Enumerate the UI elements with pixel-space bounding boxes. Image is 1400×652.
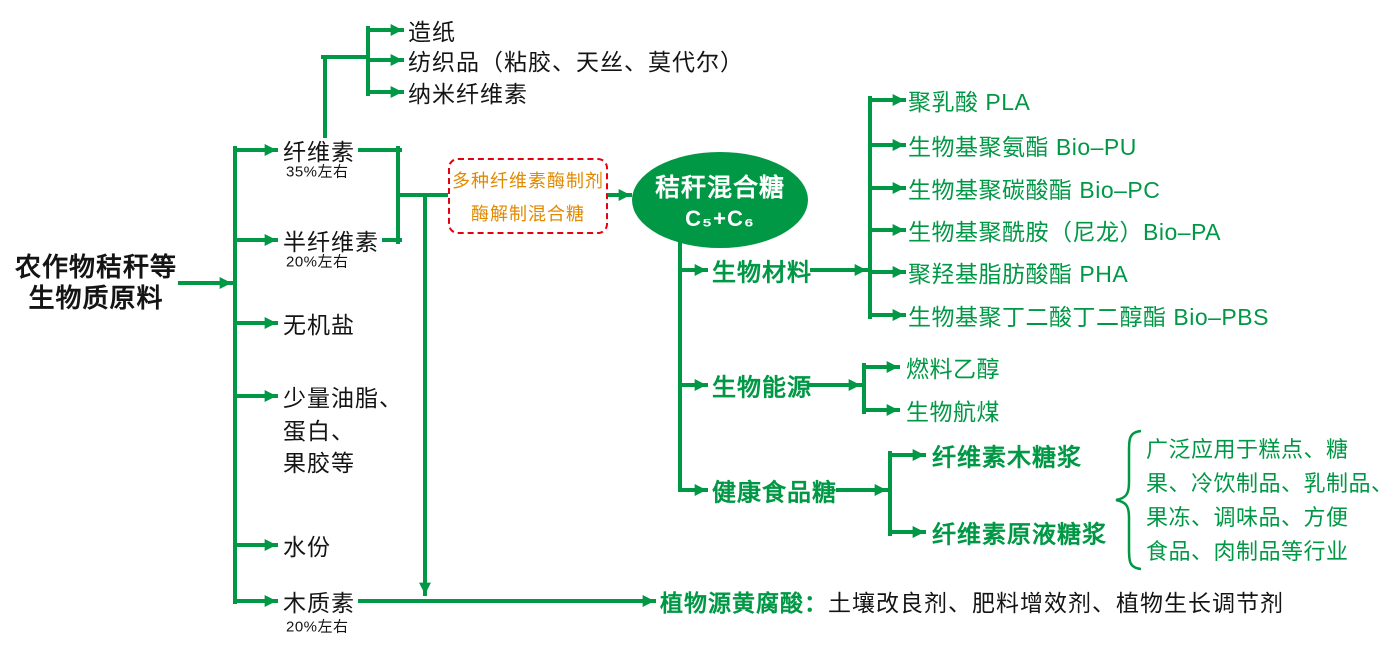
left-tree-connectors — [178, 144, 278, 607]
biomaterials-connectors — [810, 94, 906, 321]
component-minor-line2: 蛋白、 — [283, 418, 355, 444]
component-minor-line1: 少量油脂、 — [283, 385, 403, 411]
item-bio-pc: 生物基聚碳酸酯 Bio–PC — [908, 177, 1161, 203]
component-minor-line3: 果胶等 — [283, 450, 355, 476]
component-inorganic-salt: 无机盐 — [283, 312, 355, 338]
item-pla: 聚乳酸 PLA — [908, 89, 1031, 115]
item-bio-pbs: 生物基聚丁二酸丁二醇酯 Bio–PBS — [908, 304, 1269, 330]
item-bio-jet-fuel: 生物航煤 — [906, 399, 1000, 425]
fulvic-acid-description: 土壤改良剂、肥料增效剂、植物生长调节剂 — [828, 590, 1284, 616]
item-raw-syrup: 纤维素原液糖浆 — [932, 521, 1107, 549]
application-line2: 果、冷饮制品、乳制品、 — [1146, 471, 1394, 496]
component-hemicellulose: 半纤维素 — [283, 229, 379, 255]
cellulose-percentage: 35%左右 — [286, 163, 349, 181]
mixed-sugar-formula: C₅+C₆ — [685, 206, 755, 231]
lignin-percentage: 20%左右 — [286, 618, 349, 636]
product-paper: 造纸 — [408, 19, 456, 45]
item-pha: 聚羟基脂肪酸酯 PHA — [908, 261, 1129, 287]
food-sugar-connectors — [836, 429, 1142, 571]
branch-bioenergy: 生物能源 — [712, 374, 812, 402]
application-line1: 广泛应用于糕点、糖 — [1146, 437, 1349, 462]
application-line3: 果冻、调味品、方便 — [1146, 505, 1349, 530]
item-xylose-syrup: 纤维素木糖浆 — [932, 444, 1082, 472]
enzyme-box-line1: 多种纤维素酶制剂 — [452, 170, 604, 191]
root-label-line2: 生物质原料 — [28, 283, 164, 313]
mixed-sugar-title: 秸秆混合糖 — [654, 174, 785, 202]
enzyme-box-line2: 酶解制混合糖 — [471, 203, 585, 224]
root-material-label: 农作物秸秆等 生物质原料 — [8, 252, 184, 314]
root-label-line1: 农作物秸秆等 — [14, 252, 177, 282]
item-bio-pu: 生物基聚氨酯 Bio–PU — [908, 134, 1137, 160]
product-nanocellulose: 纳米纤维素 — [408, 81, 528, 107]
ellipse-branch-connectors — [678, 241, 708, 496]
mixed-sugar-ellipse: 秸秆混合糖 C₅+C₆ — [632, 152, 808, 248]
hemicellulose-percentage: 20%左右 — [286, 253, 349, 271]
enzyme-process-box: 多种纤维素酶制剂 酶解制混合糖 — [448, 158, 608, 234]
application-line4: 食品、肉制品等行业 — [1146, 539, 1349, 564]
branch-food-sugar: 健康食品糖 — [712, 479, 837, 507]
item-fuel-ethanol: 燃料乙醇 — [906, 356, 1000, 382]
food-sugar-applications: 广泛应用于糕点、糖 果、冷饮制品、乳制品、 果冻、调味品、方便 食品、肉制品等行… — [1146, 433, 1394, 569]
component-water: 水份 — [283, 534, 331, 560]
bioenergy-connectors — [808, 361, 900, 416]
component-lignin: 木质素 — [283, 590, 355, 616]
fulvic-acid-row: 植物源黄腐酸： 土壤改良剂、肥料增效剂、植物生长调节剂 — [660, 584, 1284, 618]
branch-biomaterials: 生物材料 — [712, 259, 812, 287]
component-cellulose: 纤维素 — [283, 139, 355, 165]
cellulose-top-connectors — [321, 24, 404, 138]
fulvic-acid-title: 植物源黄腐酸： — [660, 590, 828, 616]
application-brace — [1115, 429, 1142, 571]
product-textiles: 纺织品（粘胶、天丝、莫代尔） — [408, 49, 744, 75]
item-bio-pa: 生物基聚酰胺（尼龙）Bio–PA — [908, 219, 1222, 245]
